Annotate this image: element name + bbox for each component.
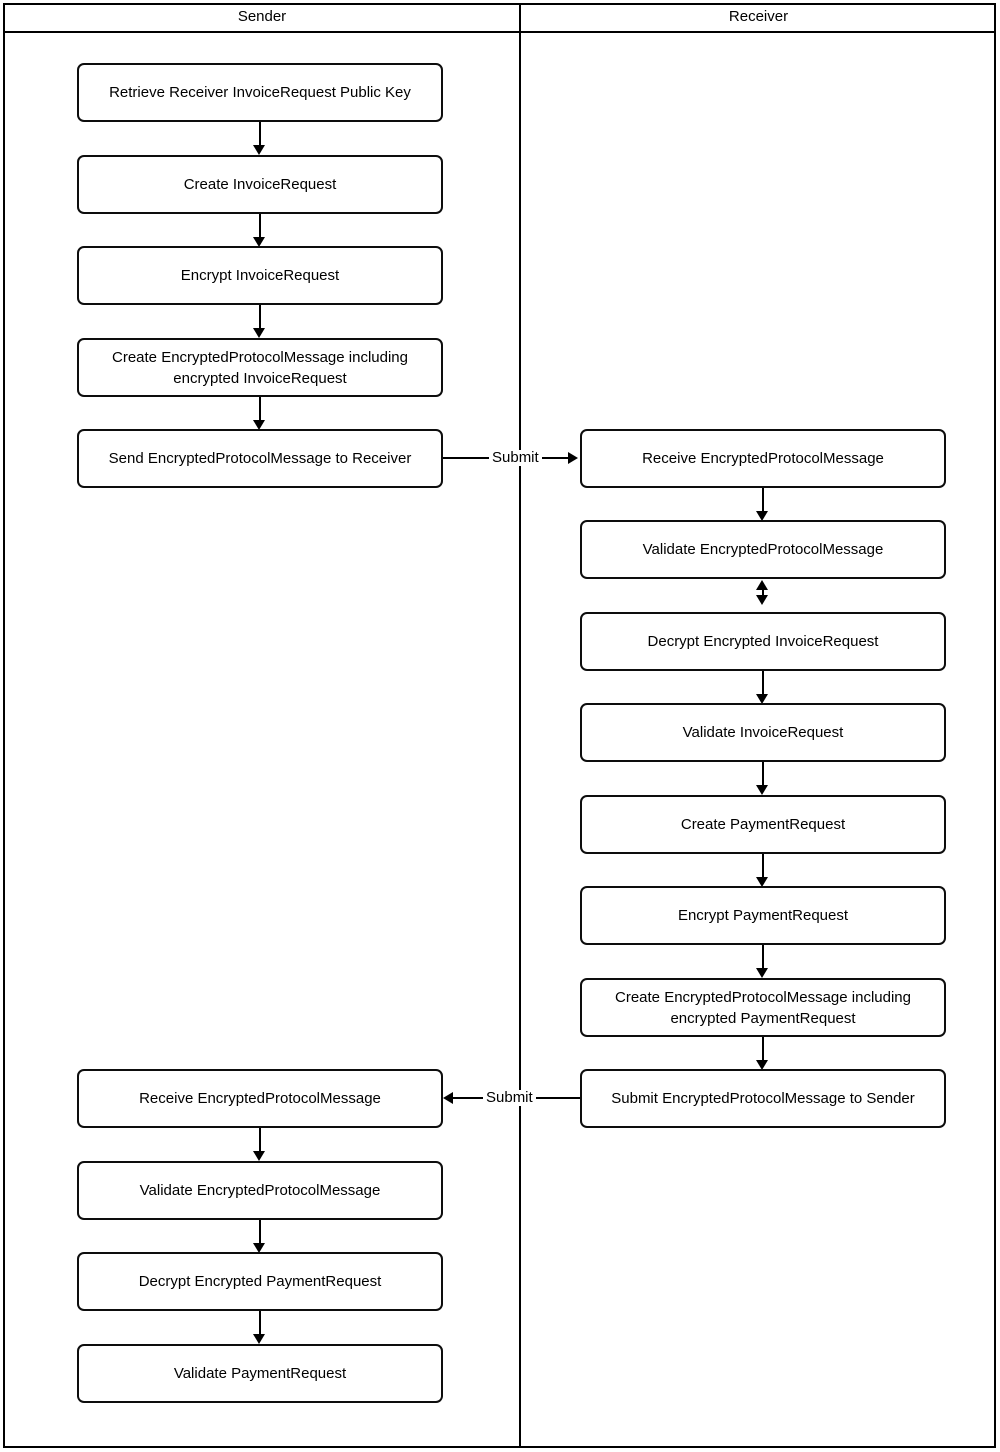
edge-s1-s2-line: [259, 122, 261, 145]
edge-r3-r4-line: [762, 671, 764, 694]
edge-r4-r5-arrowhead: [756, 785, 768, 795]
lane-vertical-divider: [519, 3, 521, 1448]
edge-s2-s3-arrowhead: [253, 237, 265, 247]
node-create-encryptedprotocolmessage-paymentrequest[interactable]: Create EncryptedProtocolMessage includin…: [580, 978, 946, 1037]
edge-s5-r1-arrowhead: [568, 452, 578, 464]
edge-s7-s8-line: [259, 1220, 261, 1243]
node-decrypt-encrypted-invoicerequest[interactable]: Decrypt Encrypted InvoiceRequest: [580, 612, 946, 671]
node-create-encryptedprotocolmessage-invoicerequest[interactable]: Create EncryptedProtocolMessage includin…: [77, 338, 443, 397]
node-validate-invoicerequest[interactable]: Validate InvoiceRequest: [580, 703, 946, 762]
lane-header-divider: [3, 31, 996, 33]
edge-r8-s6-arrowhead: [443, 1092, 453, 1104]
edge-s3-s4-line: [259, 305, 261, 328]
edge-label-submit-return: Submit: [483, 1090, 536, 1106]
lane-title-sender: Sender: [237, 8, 287, 25]
edge-r2-r3-line: [762, 589, 764, 595]
edge-r7-r8-arrowhead: [756, 1060, 768, 1070]
edge-s8-s9-arrowhead: [253, 1334, 265, 1344]
node-receive-encryptedprotocolmessage-sender[interactable]: Receive EncryptedProtocolMessage: [77, 1069, 443, 1128]
edge-r7-r8-line: [762, 1037, 764, 1060]
edge-r1-r2-arrowhead: [756, 511, 768, 521]
node-validate-encryptedprotocolmessage-sender[interactable]: Validate EncryptedProtocolMessage: [77, 1161, 443, 1220]
node-validate-encryptedprotocolmessage-receiver[interactable]: Validate EncryptedProtocolMessage: [580, 520, 946, 579]
node-retrieve-receiver-invoicerequest-public-key[interactable]: Retrieve Receiver InvoiceRequest Public …: [77, 63, 443, 122]
swimlane-frame: [3, 3, 996, 1448]
edge-r2-r3-arrowhead-up: [756, 580, 768, 590]
edge-s3-s4-arrowhead: [253, 328, 265, 338]
node-decrypt-encrypted-paymentrequest[interactable]: Decrypt Encrypted PaymentRequest: [77, 1252, 443, 1311]
node-send-encryptedprotocolmessage-to-receiver[interactable]: Send EncryptedProtocolMessage to Receive…: [77, 429, 443, 488]
edge-s6-s7-line: [259, 1128, 261, 1151]
edge-r3-r4-arrowhead: [756, 694, 768, 704]
node-encrypt-invoicerequest[interactable]: Encrypt InvoiceRequest: [77, 246, 443, 305]
edge-s4-s5-line: [259, 397, 261, 420]
lane-title-receiver: Receiver: [728, 8, 789, 25]
edge-s6-s7-arrowhead: [253, 1151, 265, 1161]
edge-r1-r2-line: [762, 488, 764, 511]
edge-r4-r5-line: [762, 762, 764, 785]
node-create-paymentrequest[interactable]: Create PaymentRequest: [580, 795, 946, 854]
node-submit-encryptedprotocolmessage-to-sender[interactable]: Submit EncryptedProtocolMessage to Sende…: [580, 1069, 946, 1128]
edge-r6-r7-arrowhead: [756, 968, 768, 978]
edge-r5-r6-arrowhead: [756, 877, 768, 887]
node-receive-encryptedprotocolmessage-receiver[interactable]: Receive EncryptedProtocolMessage: [580, 429, 946, 488]
node-validate-paymentrequest[interactable]: Validate PaymentRequest: [77, 1344, 443, 1403]
edge-s7-s8-arrowhead: [253, 1243, 265, 1253]
edge-r2-r3-arrowhead-down: [756, 595, 768, 605]
node-encrypt-paymentrequest[interactable]: Encrypt PaymentRequest: [580, 886, 946, 945]
node-create-invoicerequest[interactable]: Create InvoiceRequest: [77, 155, 443, 214]
edge-s8-s9-line: [259, 1311, 261, 1334]
edge-r5-r6-line: [762, 854, 764, 877]
edge-s1-s2-arrowhead: [253, 145, 265, 155]
edge-label-submit-forward: Submit: [489, 450, 542, 466]
edge-s4-s5-arrowhead: [253, 420, 265, 430]
edge-r6-r7-line: [762, 945, 764, 968]
edge-s2-s3-line: [259, 214, 261, 237]
